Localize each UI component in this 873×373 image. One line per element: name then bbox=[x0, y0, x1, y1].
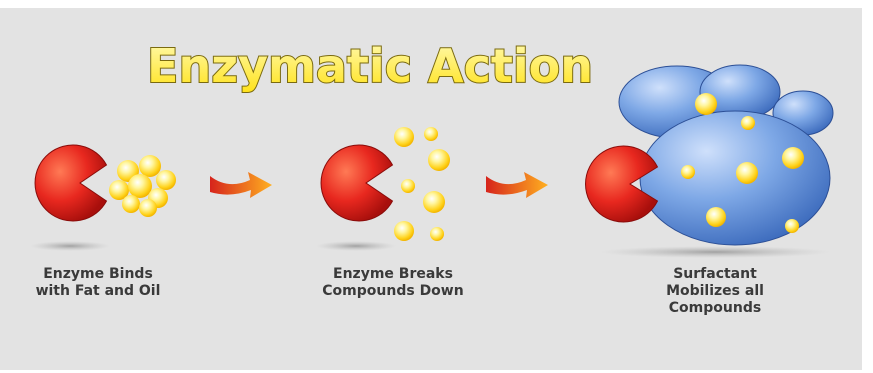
stage-2-caption-line-2: Compounds Down bbox=[322, 283, 464, 299]
stage-1-fat-cluster bbox=[109, 155, 176, 217]
fat-globule bbox=[122, 195, 140, 213]
fat-globule bbox=[736, 162, 758, 184]
stage-2-shadow bbox=[316, 241, 396, 251]
stage-3-caption: Surfactant Mobilizes all Compounds bbox=[640, 266, 790, 317]
diagram-title: Enzymatic Action bbox=[147, 39, 593, 93]
fat-globule bbox=[394, 221, 414, 241]
stage-1-caption-line-1: Enzyme Binds bbox=[43, 266, 153, 282]
stage-1-caption-line-2: with Fat and Oil bbox=[35, 283, 161, 299]
surfactant-bubble bbox=[639, 110, 831, 246]
stage-3-caption-line-2: Mobilizes all bbox=[666, 283, 764, 299]
fat-globule bbox=[109, 180, 129, 200]
stage-3-enzyme bbox=[585, 145, 659, 223]
arrow-right-icon bbox=[210, 172, 272, 198]
fat-globule bbox=[394, 127, 414, 147]
stage-2-caption-line-1: Enzyme Breaks bbox=[333, 266, 453, 282]
fat-globule bbox=[424, 127, 438, 141]
stage-2-fat-globules bbox=[394, 127, 450, 241]
stage-3-shadow bbox=[600, 246, 830, 258]
fat-globule bbox=[139, 199, 157, 217]
fat-globule bbox=[139, 155, 161, 177]
fat-globule bbox=[706, 207, 726, 227]
stage-2-enzyme bbox=[320, 144, 394, 222]
fat-globule bbox=[428, 149, 450, 171]
fat-globule bbox=[782, 147, 804, 169]
fat-globule bbox=[695, 93, 717, 115]
fat-globule bbox=[430, 227, 444, 241]
stage-1-enzyme bbox=[34, 144, 108, 222]
fat-globule bbox=[401, 179, 415, 193]
fat-globule bbox=[128, 174, 152, 198]
stage-3-caption-line-1: Surfactant bbox=[673, 266, 757, 282]
stage-2-caption: Enzyme Breaks Compounds Down bbox=[293, 266, 493, 300]
stage-1-caption: Enzyme Binds with Fat and Oil bbox=[18, 266, 178, 300]
fat-globule bbox=[681, 165, 695, 179]
fat-globule bbox=[423, 191, 445, 213]
stage-3-caption-line-3: Compounds bbox=[668, 300, 762, 316]
stage-2-group bbox=[316, 127, 450, 251]
stage-3-fat-globules bbox=[681, 93, 804, 233]
fat-globule bbox=[741, 116, 755, 130]
stage-1-shadow bbox=[30, 241, 110, 251]
arrow-right-icon bbox=[486, 172, 548, 198]
stage-3-group bbox=[585, 64, 834, 258]
stage-1-group bbox=[30, 144, 176, 251]
fat-globule bbox=[785, 219, 799, 233]
fat-globule bbox=[156, 170, 176, 190]
